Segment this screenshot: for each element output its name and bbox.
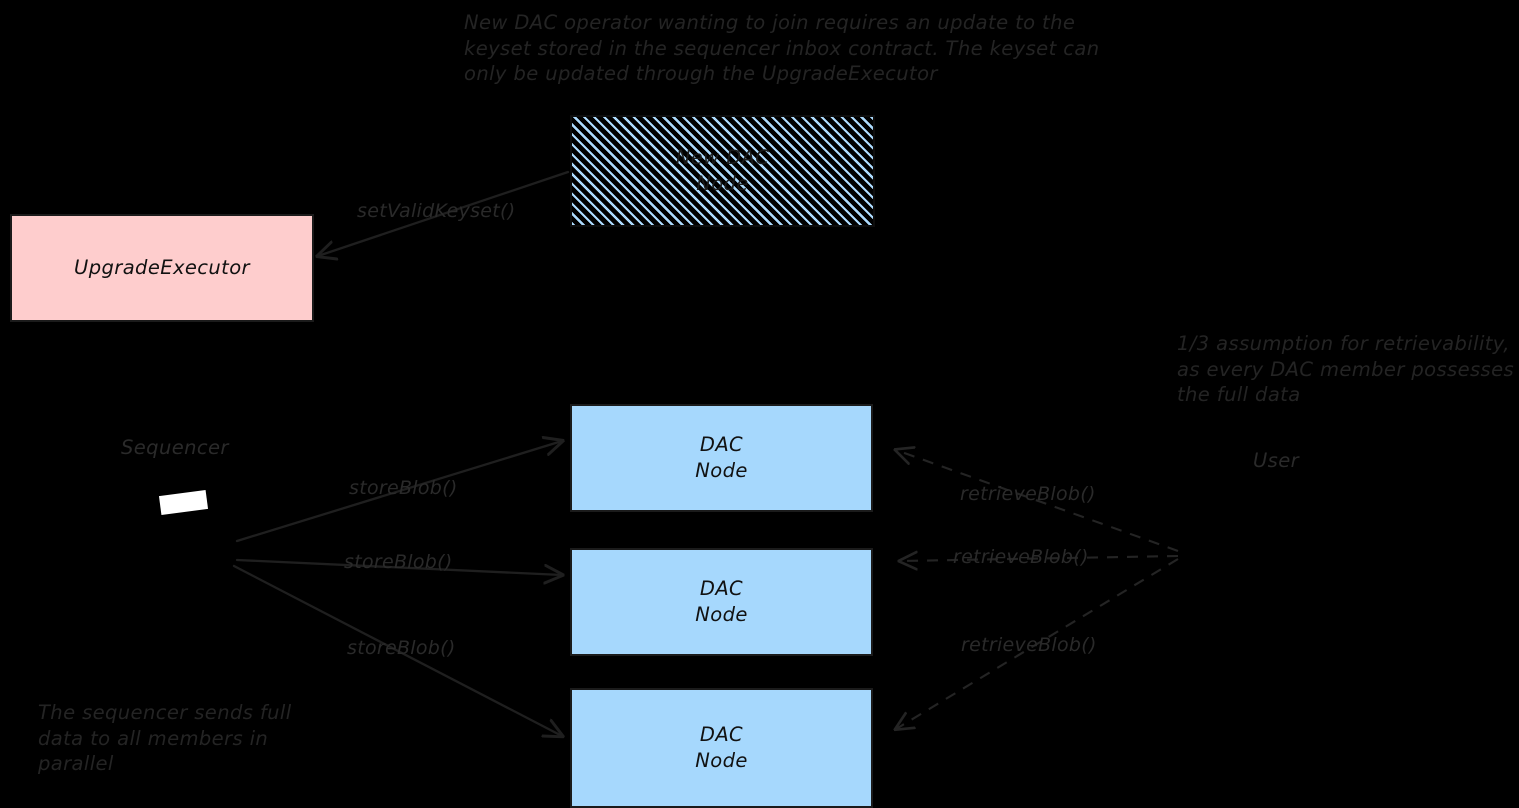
edge-store-blob-2 bbox=[235, 558, 562, 575]
edge-store-blob-3 bbox=[232, 564, 562, 736]
new-dac-node-box[interactable]: New DAC Node bbox=[570, 115, 875, 227]
dac-node-label-3: DAC Node bbox=[695, 723, 748, 772]
dac-node-label-2: DAC Node bbox=[695, 577, 748, 626]
edge-set-valid-keyset bbox=[318, 170, 570, 256]
edge-retrieve-blob-2 bbox=[900, 556, 1179, 561]
dac-node-box-1[interactable]: DAC Node bbox=[570, 404, 873, 512]
dac-node-label-1: DAC Node bbox=[695, 433, 748, 482]
edge-store-blob-1 bbox=[235, 441, 562, 543]
dac-node-box-2[interactable]: DAC Node bbox=[570, 548, 873, 656]
dac-node-box-3[interactable]: DAC Node bbox=[570, 688, 873, 808]
new-dac-node-label: New DAC Node bbox=[675, 146, 770, 195]
upgrade-executor-label: UpgradeExecutor bbox=[74, 256, 250, 279]
upgrade-executor-box[interactable]: UpgradeExecutor bbox=[10, 214, 314, 322]
edge-retrieve-blob-1 bbox=[896, 450, 1179, 552]
edge-retrieve-blob-3 bbox=[896, 558, 1179, 729]
